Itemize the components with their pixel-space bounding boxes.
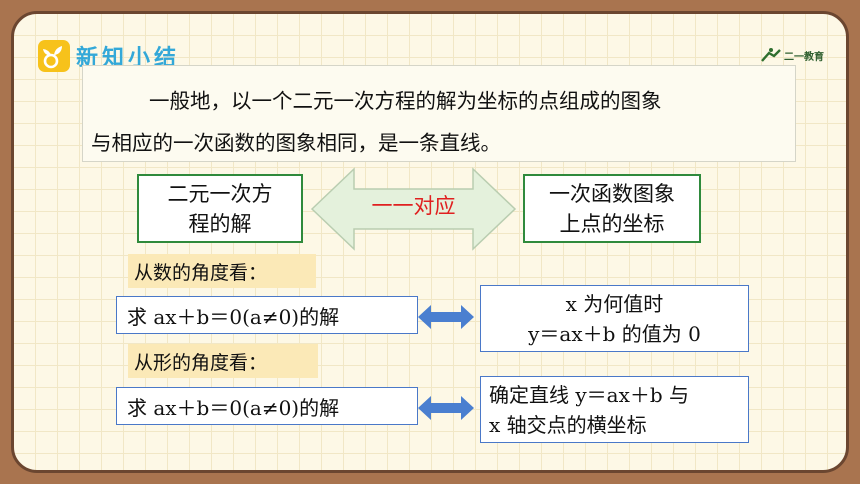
- answer-1-line-2: y＝ax＋b 的值为 0: [528, 322, 701, 346]
- answer-box-2: 确定直线 y＝ax＋b 与 x 轴交点的横坐标: [480, 376, 749, 443]
- shape-view-label: 从形的角度看：: [128, 344, 318, 378]
- brand-logo: 二一教育: [760, 47, 824, 63]
- correspondence-label: 一一对应: [371, 194, 456, 218]
- intro-line-2: 与相应的一次函数的图象相同，是一条直线。: [91, 131, 501, 155]
- equation-solution-line-1: 二元一次方: [167, 181, 273, 206]
- double-arrow-icon: [310, 167, 517, 251]
- logo-text: 二一教育: [784, 51, 824, 63]
- answer-2-line-2: x 轴交点的横坐标: [489, 413, 647, 437]
- function-coordinate-line-1: 一次函数图象: [549, 181, 675, 206]
- board: 新知小结 二一教育 一般地，以一个二元一次方程的解为坐标的点组成的图象 与相应的…: [11, 11, 849, 473]
- function-coordinate-line-2: 上点的坐标: [559, 211, 665, 236]
- intro-line-1: 一般地，以一个二元一次方程的解为坐标的点组成的图象: [149, 89, 662, 113]
- answer-box-1: x 为何值时 y＝ax＋b 的值为 0: [480, 285, 749, 352]
- double-arrow-icon-small: [418, 396, 474, 420]
- question-box-1: 求 ax＋b＝0(a≠0)的解: [116, 296, 418, 334]
- answer-2-line-1: 确定直线 y＝ax＋b 与: [489, 383, 690, 407]
- runner-icon: [761, 48, 781, 62]
- intro-box: 一般地，以一个二元一次方程的解为坐标的点组成的图象 与相应的一次函数的图象相同，…: [82, 65, 796, 162]
- equation-solution-box: 二元一次方 程的解: [137, 174, 303, 243]
- equation-solution-line-2: 程的解: [188, 211, 252, 236]
- number-view-label: 从数的角度看：: [128, 254, 316, 288]
- sprout-icon: [38, 40, 70, 72]
- double-arrow-icon-small: [418, 305, 474, 329]
- function-coordinate-box: 一次函数图象 上点的坐标: [523, 174, 701, 243]
- answer-1-line-1: x 为何值时: [565, 292, 664, 316]
- question-box-2: 求 ax＋b＝0(a≠0)的解: [116, 387, 418, 425]
